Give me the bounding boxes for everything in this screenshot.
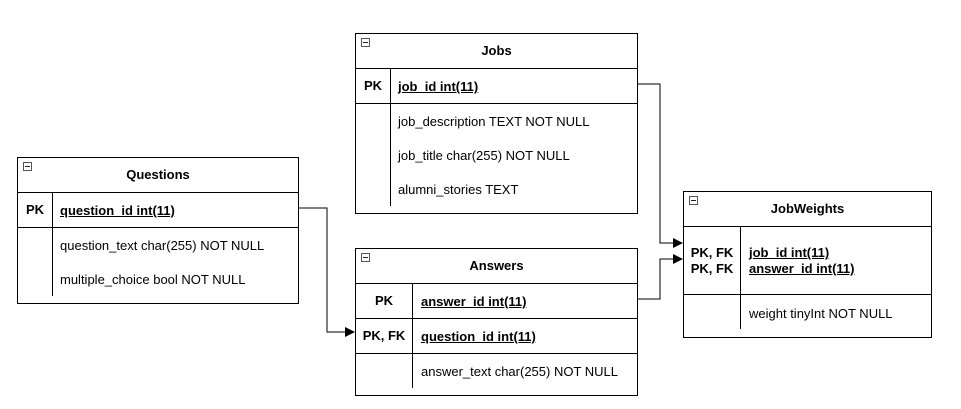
jobs-pk-field: job_id int(11): [398, 79, 479, 94]
connector-jobs-to-jobweights: [638, 83, 683, 248]
jobs-title: Jobs: [481, 43, 512, 58]
jobweights-title: JobWeights: [770, 201, 845, 216]
jobweights-fields: weight tinyInt NOT NULL: [684, 295, 931, 339]
answers-table[interactable]: Answers PK answer_id int(11) PK, FK ques…: [355, 248, 638, 396]
questions-field: question_text char(255) NOT NULL: [60, 238, 265, 253]
collapse-icon[interactable]: [361, 38, 370, 47]
collapse-icon[interactable]: [361, 253, 370, 262]
jobweights-key-row: PK, FK PK, FK job_id int(11) answer_id i…: [684, 227, 931, 295]
answers-fk-row: PK, FK question_id int(11): [356, 319, 637, 354]
answers-field: answer_text char(255) NOT NULL: [421, 364, 619, 379]
jobs-field: job_title char(255) NOT NULL: [398, 148, 570, 163]
answers-header: Answers: [356, 249, 637, 284]
jobs-header: Jobs: [356, 34, 637, 69]
jobweights-table[interactable]: JobWeights PK, FK PK, FK job_id int(11) …: [683, 191, 932, 338]
answers-pk-row: PK answer_id int(11): [356, 284, 637, 319]
answers-fk-label: PK, FK: [362, 328, 406, 343]
jobweights-key-field-2: answer_id int(11): [749, 261, 855, 276]
jobweights-key-label-2: PK, FK: [690, 261, 734, 276]
questions-fields: question_text char(255) NOT NULL multipl…: [18, 228, 298, 304]
collapse-icon[interactable]: [23, 162, 32, 171]
jobs-pk-label: PK: [363, 78, 383, 93]
jobs-field: alumni_stories TEXT: [398, 182, 519, 197]
answers-fk-field: question_id int(11): [421, 329, 536, 344]
jobs-fields: job_description TEXT NOT NULL job_title …: [356, 104, 637, 214]
questions-header: Questions: [18, 158, 298, 193]
questions-table[interactable]: Questions PK question_id int(11) questio…: [17, 157, 299, 304]
answers-pk-field: answer_id int(11): [421, 294, 527, 309]
jobweights-field: weight tinyInt NOT NULL: [749, 306, 893, 321]
answers-pk-label: PK: [374, 293, 394, 308]
jobweights-key-field-1: job_id int(11): [749, 245, 830, 260]
questions-pk-label: PK: [25, 202, 45, 217]
answers-title: Answers: [469, 258, 524, 273]
connector-answers-to-jobweights: [638, 254, 683, 300]
questions-title: Questions: [126, 167, 190, 182]
jobs-field: job_description TEXT NOT NULL: [398, 114, 590, 129]
collapse-icon[interactable]: [689, 196, 698, 205]
jobweights-header: JobWeights: [684, 192, 931, 227]
jobs-table[interactable]: Jobs PK job_id int(11) job_description T…: [355, 33, 638, 214]
jobs-pk-row: PK job_id int(11): [356, 69, 637, 104]
jobweights-key-label-1: PK, FK: [690, 245, 734, 260]
questions-field: multiple_choice bool NOT NULL: [60, 272, 246, 287]
questions-pk-row: PK question_id int(11): [18, 193, 298, 228]
answers-fields: answer_text char(255) NOT NULL: [356, 354, 637, 396]
connector-questions-to-answers: [299, 207, 355, 337]
questions-pk-field: question_id int(11): [60, 203, 175, 218]
